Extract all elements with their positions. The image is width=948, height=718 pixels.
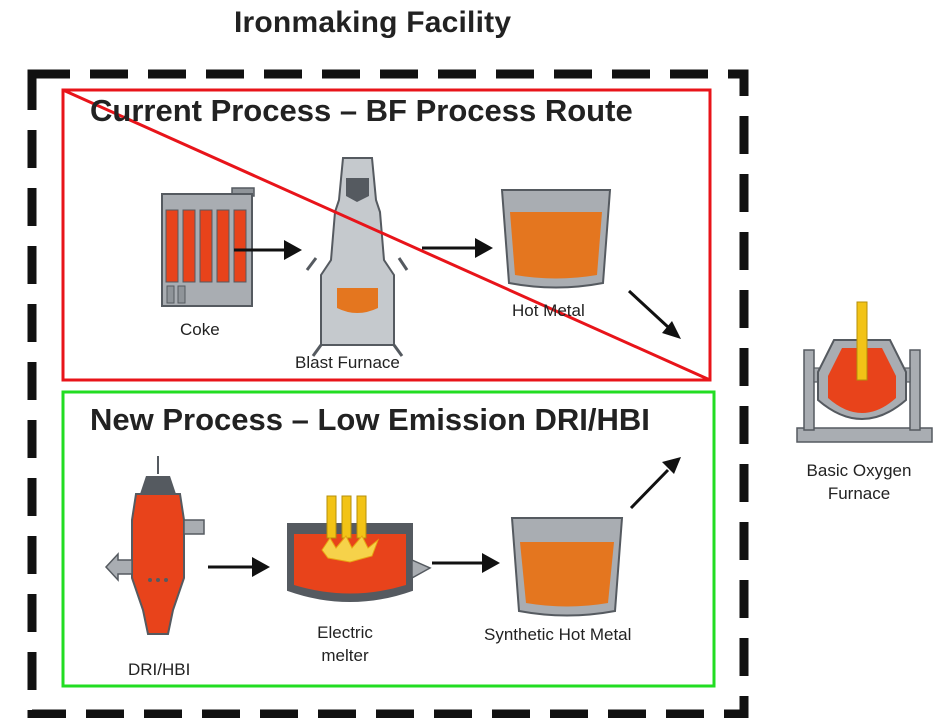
arrow-coke-to-furnace — [234, 240, 302, 260]
basic-oxygen-furnace-icon — [796, 301, 933, 443]
coke-oven-icon — [161, 187, 255, 307]
arrow-melter-to-synthetic — [432, 553, 500, 573]
arrow-dri-to-melter — [208, 557, 270, 577]
electric-melter-label: Electric melter — [300, 623, 390, 666]
facility-boundary — [27, 69, 749, 718]
strike-through-line — [62, 88, 711, 382]
current-process-title: Current Process – BF Process Route — [90, 93, 633, 128]
hot-metal-ladle-icon — [500, 189, 612, 289]
electric-melter-label-line1: Electric — [317, 623, 373, 642]
new-process-title: New Process – Low Emission DRI/HBI — [90, 402, 650, 437]
facility-title: Ironmaking Facility — [234, 6, 512, 39]
bof-label-line1: Basic Oxygen — [806, 461, 912, 480]
hot-metal-label: Hot Metal — [512, 301, 585, 320]
electric-melter-label-line2: melter — [321, 646, 369, 665]
blast-furnace-label: Blast Furnace — [295, 353, 400, 372]
coke-label: Coke — [180, 320, 220, 339]
synthetic-hot-metal-label: Synthetic Hot Metal — [484, 625, 632, 644]
dri-hbi-label: DRI/HBI — [128, 660, 191, 679]
bof-label-line2: Furnace — [827, 484, 891, 503]
arrow-furnace-to-hot-metal — [422, 238, 493, 258]
arrow-synthetic-to-bof — [629, 457, 681, 510]
arrow-hot-metal-to-bof — [627, 289, 681, 339]
dri-shaft-furnace-icon — [104, 456, 205, 635]
blast-furnace-icon — [305, 157, 409, 357]
synthetic-hot-metal-ladle-icon — [510, 517, 624, 617]
current-process-box — [61, 88, 712, 382]
new-process-box — [61, 390, 716, 688]
bof-label: Basic Oxygen Furnace — [779, 461, 939, 504]
electric-melter-icon — [287, 495, 432, 602]
